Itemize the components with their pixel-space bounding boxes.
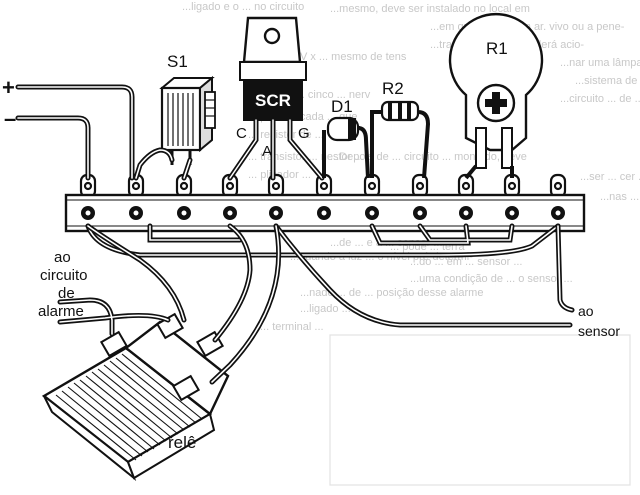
sensor-callout-line2: sensor (578, 323, 620, 339)
scr-gate-label: G (298, 125, 310, 142)
relay-label: relê (168, 433, 196, 452)
scr-device: SCR C A G (227, 16, 325, 181)
bg-text-left-9: ... terminal ... (260, 321, 324, 333)
bg-text-right-6: ...circuito ... de ... do bateria (560, 93, 640, 105)
bg-text-right-14: ...nado ... de ... posição desse alarme (300, 287, 483, 299)
alarm-callout-line1: ao (54, 249, 71, 266)
bg-text-right-11: ...uma condição de ... o sensor ... (410, 273, 573, 285)
plus-terminal-label: + (2, 75, 15, 100)
alarm-callout-line3: de (58, 285, 75, 302)
r1-label: R1 (486, 39, 508, 58)
bg-text-right-9: ...nas ... do circuito poderá ... (600, 191, 640, 203)
scr-cathode-label: C (236, 125, 247, 142)
minus-terminal-label: – (4, 106, 16, 131)
alarm-callout-line4: alarme (38, 303, 84, 320)
bg-text-right-15: ...ligado ... (300, 303, 351, 315)
s1-label: S1 (167, 52, 188, 71)
d1-label: D1 (331, 97, 353, 116)
bg-text-right-4: ...nar uma lâmpada que está ligada a um (560, 57, 640, 69)
bg-text-right-1: ...mesmo, deve ser instalado no local em (330, 3, 530, 15)
scr-body-label: SCR (255, 91, 291, 110)
bg-text-right-8: ...ser ... cer ... condição de ... (580, 171, 640, 183)
relay-device: relê (41, 312, 230, 482)
power-wires (15, 84, 135, 181)
terminal-strip (64, 173, 586, 233)
alarm-callout-line2: circuito (40, 267, 88, 284)
switch-s1: S1 (159, 52, 216, 165)
resistor-r2: R2 (370, 79, 431, 179)
bg-text-left-1: ...ligado e o ... no circuito (182, 1, 304, 13)
bg-text-left-5: ... resistor de ... (248, 129, 324, 141)
diode-d1: D1 (322, 97, 370, 179)
bg-text-right-5: ...sistema de ... incapaz de ... que tal (575, 75, 640, 87)
scr-anode-label: A (262, 143, 272, 160)
r2-label: R2 (382, 79, 404, 98)
bg-text-right-7: ...Depois de ... circuito ... montado, d… (330, 151, 527, 163)
trimmer-r1: R1 (448, 12, 544, 180)
sensor-callout-line1: ao (578, 303, 594, 319)
bg-text-right-10: ...do ... em ... sensor ... (410, 256, 523, 268)
